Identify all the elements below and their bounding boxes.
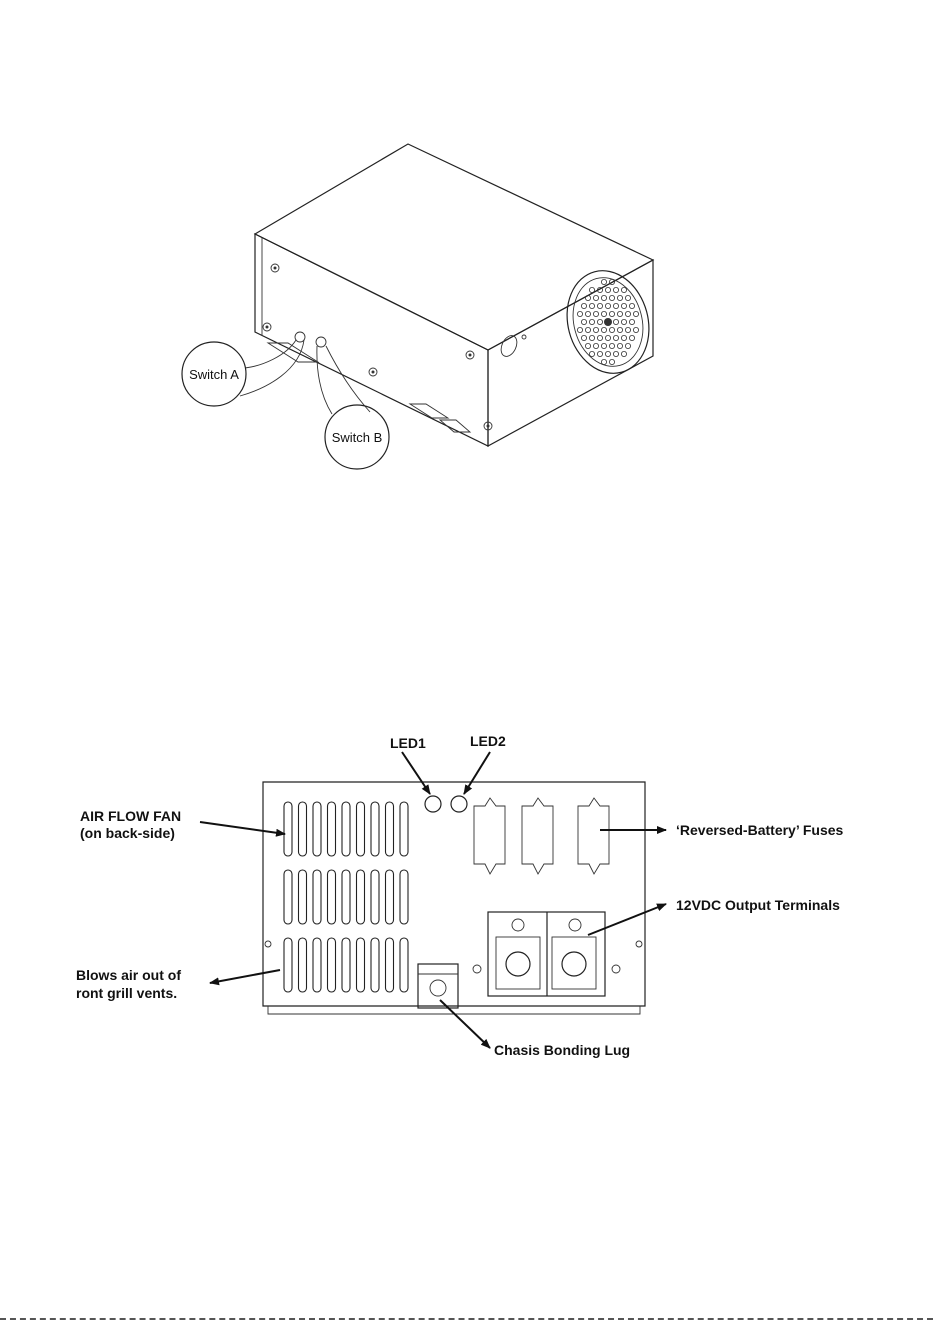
vent-grill [284, 802, 408, 992]
switch-b-label: Switch B [332, 430, 383, 445]
blows-air-sublabel: ront grill vents. [76, 985, 177, 1001]
unit-top-face [255, 144, 653, 350]
air-flow-fan-label: AIR FLOW FAN [80, 808, 181, 824]
bonding-lug [418, 964, 458, 1008]
switch-a-label: Switch A [189, 367, 239, 382]
output-terminals [473, 912, 620, 996]
air-flow-fan-sublabel: (on back-side) [80, 825, 175, 841]
side-port-icon [498, 333, 520, 359]
switch-a-callout: Switch A [182, 340, 304, 406]
led1-indicator [425, 796, 441, 812]
output-terminals-label: 12VDC Output Terminals [676, 897, 840, 913]
front-panel-outline [263, 782, 645, 1006]
switch-b-callout: Switch B [317, 346, 389, 469]
fuses-label: ‘Reversed-Battery’ Fuses [676, 822, 844, 838]
unit-isometric-view: Switch A Switch B [182, 144, 660, 469]
fuse-holders [474, 798, 609, 874]
page-bottom-edge [0, 1318, 933, 1320]
front-panel-view: LED1 LED2 AIR FLOW FAN (on back-side) Bl… [76, 733, 844, 1058]
fan-grille-icon [556, 261, 660, 382]
led2-label: LED2 [470, 733, 506, 749]
blows-air-label: Blows air out of [76, 967, 181, 983]
bonding-lug-label: Chasis Bonding Lug [494, 1042, 630, 1058]
unit-front-face [255, 234, 488, 446]
switch-b-hole [316, 337, 326, 347]
led2-indicator [451, 796, 467, 812]
led1-label: LED1 [390, 735, 426, 751]
